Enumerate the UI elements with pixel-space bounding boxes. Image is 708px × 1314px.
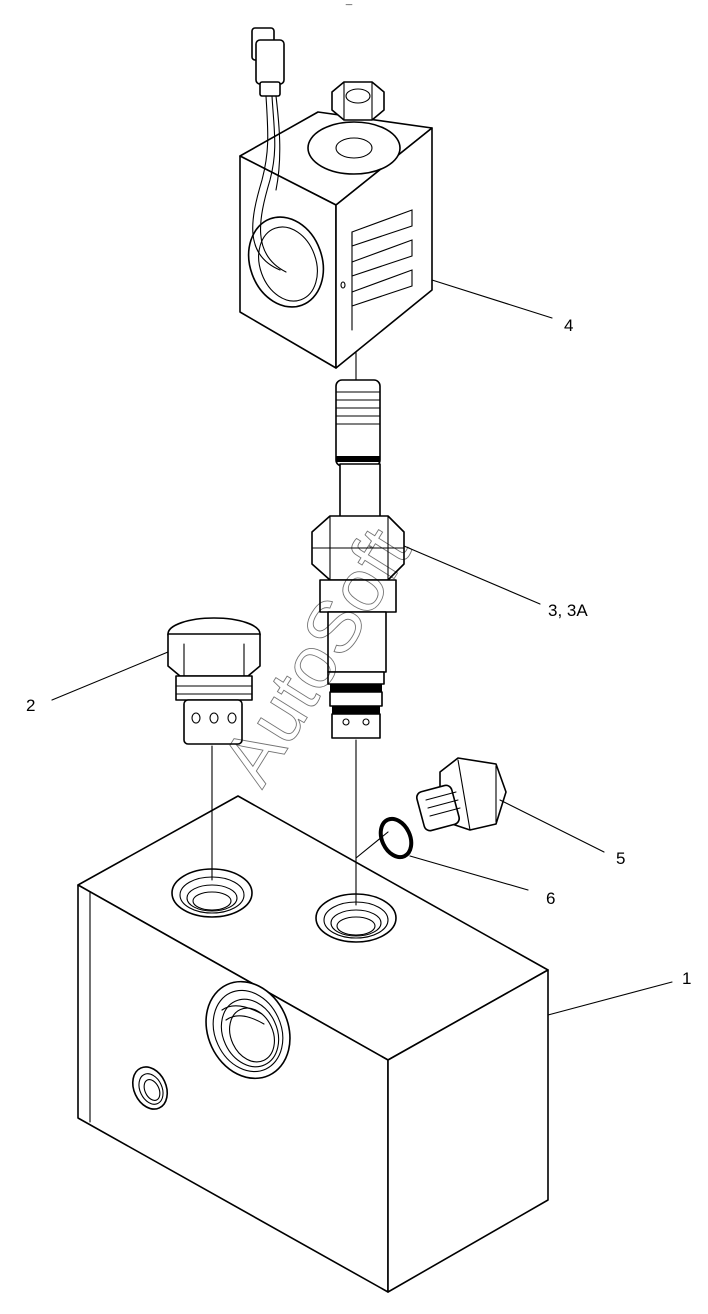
cartridge-valve — [311, 379, 405, 739]
top-port-right — [315, 893, 397, 943]
port-plug — [415, 757, 507, 832]
coil-connector-wires — [251, 27, 287, 273]
callout-6: 6 — [546, 889, 555, 908]
callout-2: 2 — [26, 696, 35, 715]
plug-cartridge — [167, 617, 261, 745]
solenoid-coil — [239, 81, 433, 369]
side-port-large — [205, 980, 291, 1080]
o-ring — [378, 816, 414, 860]
callout-1: 1 — [682, 969, 691, 988]
side-port-small — [131, 1066, 169, 1110]
callout-labels: 4 3, 3A 2 5 6 1 — [26, 316, 691, 988]
leader-lines — [51, 279, 673, 1016]
callout-3-3a: 3, 3A — [548, 601, 588, 620]
callout-4: 4 — [564, 316, 573, 335]
callout-5: 5 — [616, 849, 625, 868]
manifold-block — [77, 795, 549, 1293]
corner-mark: ‾‾ — [345, 4, 353, 14]
